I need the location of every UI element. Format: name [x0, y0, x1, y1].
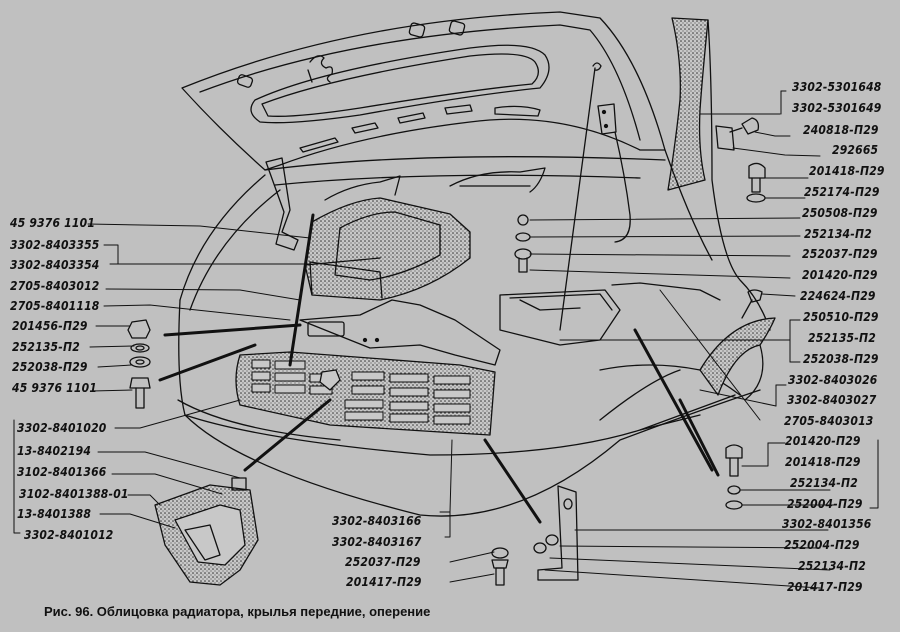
- part-label: 13-8401388: [17, 507, 92, 521]
- part-label: 3102-8401388-01: [19, 487, 129, 501]
- part-label: 252134-П2: [804, 227, 872, 241]
- part-label: 240818-П29: [803, 123, 879, 137]
- air-duct: [304, 197, 471, 301]
- hood: [181, 11, 666, 171]
- part-label: 45 9376 1101: [12, 381, 98, 395]
- fender-liner: [699, 317, 776, 396]
- part-label: 2705-8401118: [10, 299, 100, 313]
- part-label: 252038-П29: [803, 352, 879, 366]
- a-pillar-seal: [667, 17, 709, 191]
- figure-caption: Рис. 96. Облицовка радиатора, крылья пер…: [44, 604, 431, 619]
- part-label: 252004-П29: [787, 497, 863, 511]
- part-label: 252038-П29: [12, 360, 88, 374]
- part-label: 252134-П2: [790, 476, 858, 490]
- part-label: 252135-П2: [808, 331, 876, 345]
- part-label: 3102-8401366: [17, 465, 107, 479]
- bolt-set-right-upper: [514, 162, 766, 319]
- hood-prop-rod: [559, 67, 596, 331]
- part-label: 201418-П29: [809, 164, 885, 178]
- part-label: 201420-П29: [802, 268, 878, 282]
- part-label: 292665: [832, 143, 879, 157]
- part-label: 13-8402194: [17, 444, 92, 458]
- part-label: 252135-П2: [12, 340, 80, 354]
- part-label: 252174-П29: [804, 185, 880, 199]
- grille-slots: [251, 359, 471, 425]
- part-label: 2705-8403013: [784, 414, 874, 428]
- part-label: 3302-8401356: [782, 517, 872, 531]
- part-label: 3302-8401020: [17, 421, 107, 435]
- part-label: 252037-П29: [345, 555, 421, 569]
- part-label: 3302-8403354: [10, 258, 100, 272]
- part-label: 3302-5301648: [792, 80, 882, 94]
- part-label: 224624-П29: [800, 289, 876, 303]
- part-label: 45 9376 1101: [10, 216, 96, 230]
- part-label: 201417-П29: [787, 580, 863, 594]
- part-label: 252004-П29: [784, 538, 860, 552]
- bolt-set-right-lower: [725, 444, 743, 510]
- part-label: 3302-8403027: [787, 393, 877, 407]
- part-label: 250508-П29: [802, 206, 878, 220]
- part-label: 2705-8403012: [10, 279, 100, 293]
- part-label: 201456-П29: [12, 319, 88, 333]
- part-label: 3302-8403166: [332, 514, 422, 528]
- part-label: 3302-8403167: [332, 535, 422, 549]
- part-label: 201417-П29: [346, 575, 422, 589]
- part-label: 3302-5301649: [792, 101, 882, 115]
- part-label: 201420-П29: [785, 434, 861, 448]
- bolt-set-left: [127, 319, 151, 409]
- part-label: 3302-8403355: [10, 238, 100, 252]
- part-label: 252037-П29: [802, 247, 878, 261]
- part-label: 252134-П2: [798, 559, 866, 573]
- part-label: 3302-8403026: [788, 373, 878, 387]
- mounting-bracket: [537, 485, 579, 581]
- part-label: 250510-П29: [803, 310, 879, 324]
- part-label: 201418-П29: [785, 455, 861, 469]
- part-label: 3302-8401012: [24, 528, 114, 542]
